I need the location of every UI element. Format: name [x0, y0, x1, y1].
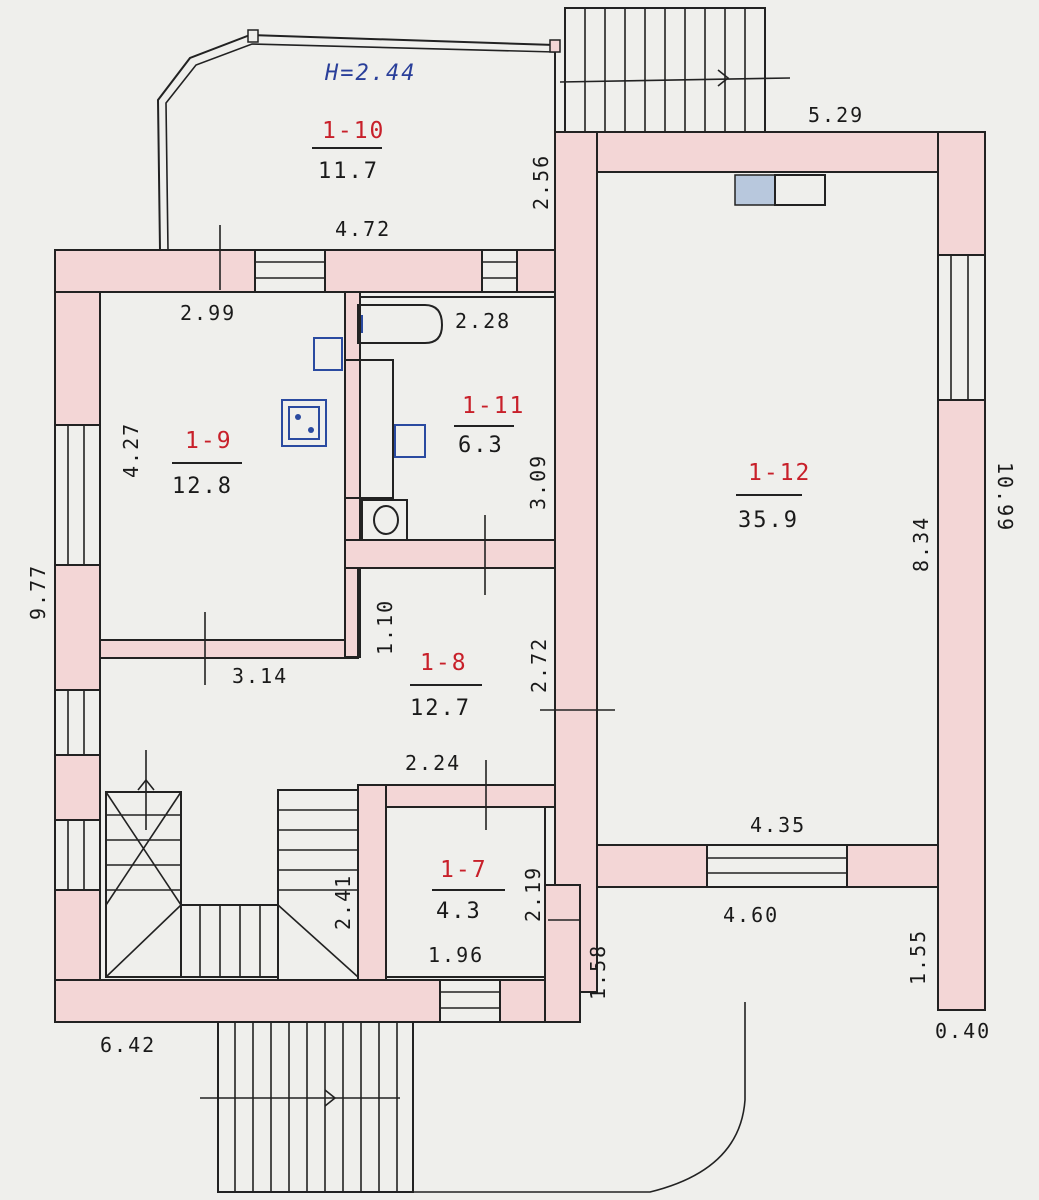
dim-3-09: 3.09: [526, 454, 550, 510]
wall-left-7: [357, 784, 387, 981]
dim-3-14: 3.14: [232, 664, 288, 688]
dim-2-24: 2.24: [405, 751, 461, 775]
toilet-icon: [361, 499, 408, 541]
dim-4-60: 4.60: [723, 903, 779, 927]
room-1-11: 1-11 6.3: [454, 393, 525, 458]
stove-icon: [281, 399, 327, 447]
room-area: 6.3: [458, 433, 504, 458]
room-area: 11.7: [318, 159, 379, 184]
dim-4-72: 4.72: [335, 217, 391, 241]
dim-1-55: 1.55: [906, 929, 930, 985]
wall-under-9: [99, 639, 359, 659]
dim-2-99: 2.99: [180, 301, 236, 325]
wall-under-11: [344, 539, 556, 569]
dim-9-77: 9.77: [26, 564, 50, 620]
room-labels: 1-10 11.7 1-9 12.8 1-11 6.3 1-12 35.9 1-…: [172, 118, 811, 924]
room-1-7: 1-7 4.3: [432, 857, 505, 924]
walls: [54, 131, 986, 1023]
room-id: 1-9: [185, 428, 233, 454]
dim-1-96: 1.96: [428, 943, 484, 967]
dim-6-42: 6.42: [100, 1033, 156, 1057]
top-stairs: [559, 7, 791, 133]
room-id: 1-8: [420, 650, 468, 676]
dim-8-34: 8.34: [909, 516, 933, 572]
balcony: [156, 29, 561, 251]
room-id: 1-11: [462, 393, 525, 419]
dim-2-72: 2.72: [527, 637, 551, 693]
interior-stairs: [105, 750, 359, 981]
sink-icon: [394, 424, 426, 458]
room-id: 1-10: [322, 118, 385, 144]
boiler-icon: [734, 174, 776, 206]
dim-2-19: 2.19: [521, 866, 545, 922]
room-1-12: 1-12 35.9: [736, 460, 811, 533]
doors: [204, 225, 615, 921]
room-id: 1-7: [440, 857, 488, 883]
room-area: 12.8: [172, 474, 233, 499]
counter-icon: [344, 359, 394, 499]
fixtures: [281, 174, 826, 541]
dim-2-41: 2.41: [331, 874, 355, 930]
dim-10-99: 10.99: [993, 462, 1017, 532]
dim-0-40: 0.40: [935, 1019, 991, 1043]
room-1-8: 1-8 12.7: [410, 650, 482, 721]
room-area: 12.7: [410, 696, 471, 721]
bathtub-icon: [357, 304, 444, 344]
dim-2-28: 2.28: [455, 309, 511, 333]
room-area: 35.9: [738, 508, 799, 533]
room-1-10: 1-10 11.7: [312, 118, 385, 184]
room-id: 1-12: [748, 460, 811, 486]
dimension-labels: 5.29 2.56 4.72 2.99 2.28 4.27 3.09 9.77 …: [26, 103, 1017, 1057]
dim-2-56: 2.56: [529, 154, 553, 210]
dim-1-10: 1.10: [373, 599, 397, 655]
dim-4-27: 4.27: [119, 422, 143, 478]
wall-top-right: [554, 131, 986, 173]
wall-top-7: [357, 784, 556, 808]
sink-icon-2: [313, 337, 343, 371]
wall-lower-right: [544, 884, 581, 1023]
bottom-stairs: [200, 1002, 746, 1193]
ceiling-height: H=2.44: [324, 61, 416, 86]
wall-middle: [554, 131, 598, 993]
room-area: 4.3: [436, 899, 482, 924]
dim-4-35: 4.35: [750, 813, 806, 837]
room-1-9: 1-9 12.8: [172, 428, 242, 499]
wall-left: [54, 249, 101, 1021]
dim-5-29: 5.29: [808, 103, 864, 127]
dim-1-58: 1.58: [586, 944, 610, 1000]
windows: [54, 249, 986, 1023]
